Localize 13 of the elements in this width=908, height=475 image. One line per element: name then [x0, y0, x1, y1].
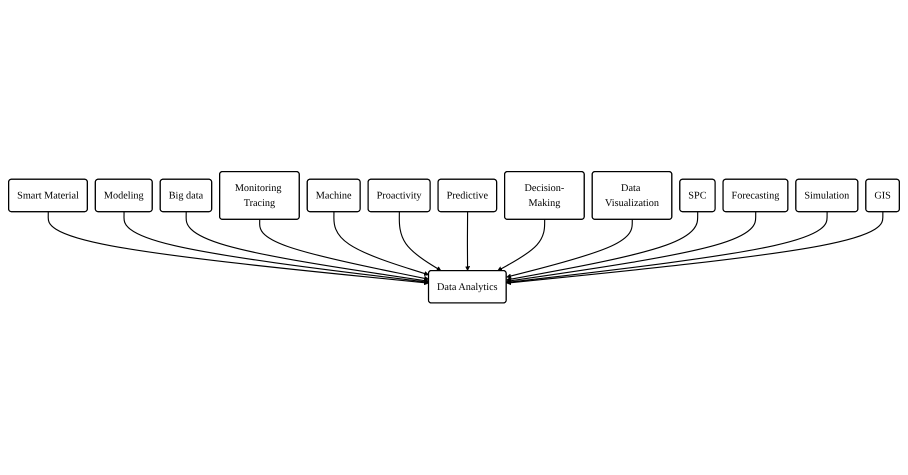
arrow [506, 212, 756, 284]
arrow [506, 212, 698, 282]
arrow [465, 212, 470, 272]
arrow [398, 212, 442, 272]
arrow [497, 220, 546, 272]
arrow [506, 212, 884, 286]
arrow [123, 212, 430, 284]
arrow [259, 220, 430, 282]
arrow [186, 212, 430, 284]
arrow [48, 212, 430, 286]
arrow [333, 212, 430, 276]
arrow [506, 212, 828, 285]
arrow [506, 220, 633, 279]
